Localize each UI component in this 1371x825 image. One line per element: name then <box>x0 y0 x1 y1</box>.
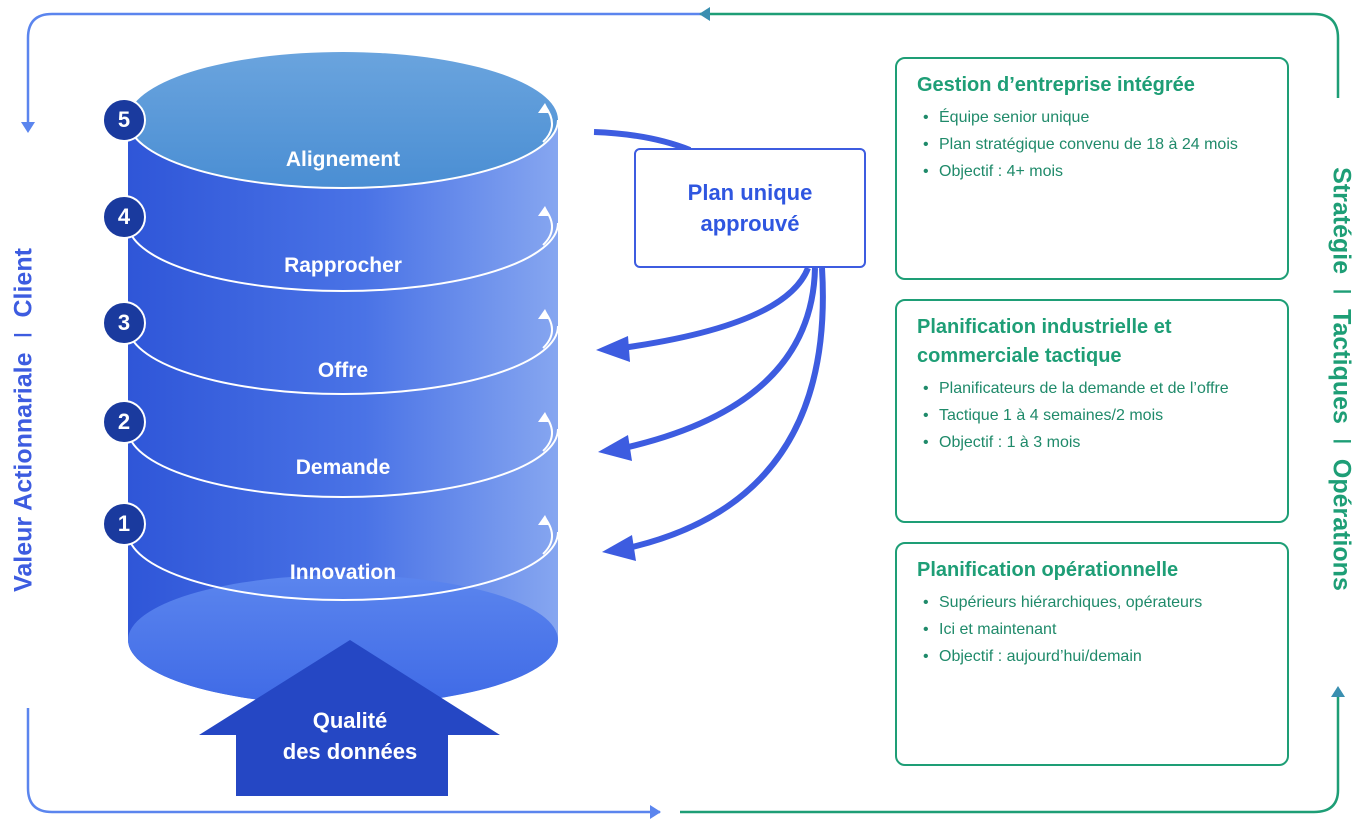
left-axis-label: Valeur Actionnariale I Client <box>10 248 39 592</box>
bullet-item: Planificateurs de la demande et de l’off… <box>917 375 1269 402</box>
plan-arrowhead-innovation <box>602 535 636 561</box>
layer-label-demande: Demande <box>295 456 391 479</box>
layer-label-offre: Offre <box>317 359 369 382</box>
step-badge-3: 3 <box>102 301 146 345</box>
frame-right-green <box>680 690 1340 814</box>
step-badge-5: 5 <box>102 98 146 142</box>
step-badge-1: 1 <box>102 502 146 546</box>
frame-top-blue <box>26 12 700 130</box>
ring-2 <box>127 428 559 498</box>
info-box-operationnelle: Planification opérationnelle Supérieurs … <box>895 542 1289 766</box>
ring-arrowhead-4 <box>538 206 550 216</box>
plan-arrow-to-offre <box>621 266 811 351</box>
layer-label-rapprocher: Rapprocher <box>284 254 402 277</box>
info-box-bullets: Équipe senior unique Plan stratégique co… <box>917 104 1269 185</box>
frame-top-green <box>700 12 1340 98</box>
left-axis-part1: Valeur Actionnariale <box>9 352 38 592</box>
plan-arrowhead-demande <box>598 435 632 461</box>
info-box-title: Planification industrielle et commercial… <box>917 316 1172 367</box>
cylinder-body <box>128 120 558 705</box>
outer-frame <box>21 7 1345 819</box>
plan-arrowhead-offre <box>596 336 630 362</box>
info-box-bullets: Planificateurs de la demande et de l’off… <box>917 375 1269 456</box>
plan-arrow-top-curve <box>593 129 692 153</box>
frame-arrow-bottom <box>650 805 661 819</box>
bullet-item: Objectif : 1 à 3 mois <box>917 429 1269 456</box>
info-box-gestion: Gestion d’entreprise intégrée Équipe sen… <box>895 57 1289 280</box>
cylinder-base-floor <box>128 575 558 705</box>
frame-bottom-blue <box>26 708 660 814</box>
data-quality-line2: des données <box>282 739 418 764</box>
bullet-item: Équipe senior unique <box>917 104 1269 131</box>
left-axis-separator: I <box>9 331 38 339</box>
info-box-bullets: Supérieurs hiérarchiques, opérateurs Ici… <box>917 589 1269 670</box>
left-axis-part2: Client <box>9 248 38 318</box>
plan-arrows <box>593 129 826 561</box>
ring-5 <box>127 119 559 189</box>
plan-unique-label: Plan unique approuvé <box>687 180 813 236</box>
right-axis-separator-2: I <box>1327 437 1356 445</box>
ring-arrowhead-1 <box>538 515 550 525</box>
info-box-title: Gestion d’entreprise intégrée <box>917 74 1195 96</box>
right-axis-label: StratégieITactiquesIOpérations <box>1327 167 1356 591</box>
ring-1 <box>127 531 559 601</box>
right-axis-part2: Tactiques <box>1327 309 1356 424</box>
layer-label-innovation: Innovation <box>289 561 397 584</box>
bullet-item: Objectif : aujourd’hui/demain <box>917 643 1269 670</box>
data-quality-line1: Qualité <box>312 708 388 733</box>
step-badge-4: 4 <box>102 195 146 239</box>
ring-4 <box>127 222 559 292</box>
ring-arrowhead-5 <box>538 103 550 113</box>
frame-arrow-right <box>1331 686 1345 697</box>
info-box-title: Planification opérationnelle <box>917 559 1179 581</box>
frame-arrow-top <box>699 7 710 21</box>
bullet-item: Tactique 1 à 4 semaines/2 mois <box>917 402 1269 429</box>
plan-unique-box: Plan unique approuvé <box>634 148 866 268</box>
frame-arrow-left <box>21 122 35 133</box>
bullet-item: Objectif : 4+ mois <box>917 158 1269 185</box>
bullet-item: Ici et maintenant <box>917 616 1269 643</box>
layer-label-alignement: Alignement <box>285 148 401 171</box>
data-quality-label: Qualité des données <box>255 705 445 767</box>
ring-3 <box>127 325 559 395</box>
bullet-item: Plan stratégique convenu de 18 à 24 mois <box>917 131 1269 158</box>
plan-arrow-to-innovation <box>627 267 826 551</box>
step-badge-2: 2 <box>102 400 146 444</box>
data-quality-arrow <box>199 640 500 796</box>
ring-arrowhead-3 <box>538 309 550 319</box>
ring-arrowhead-2 <box>538 412 550 422</box>
cylinder-top <box>128 52 558 188</box>
right-axis-part1: Stratégie <box>1327 167 1356 275</box>
plan-arrow-to-demande <box>623 267 818 451</box>
bullet-item: Supérieurs hiérarchiques, opérateurs <box>917 589 1269 616</box>
right-axis-part3: Opérations <box>1327 458 1356 591</box>
info-box-tactique: Planification industrielle et commercial… <box>895 299 1289 523</box>
right-axis-separator-1: I <box>1327 288 1356 296</box>
cylinder <box>127 52 559 705</box>
